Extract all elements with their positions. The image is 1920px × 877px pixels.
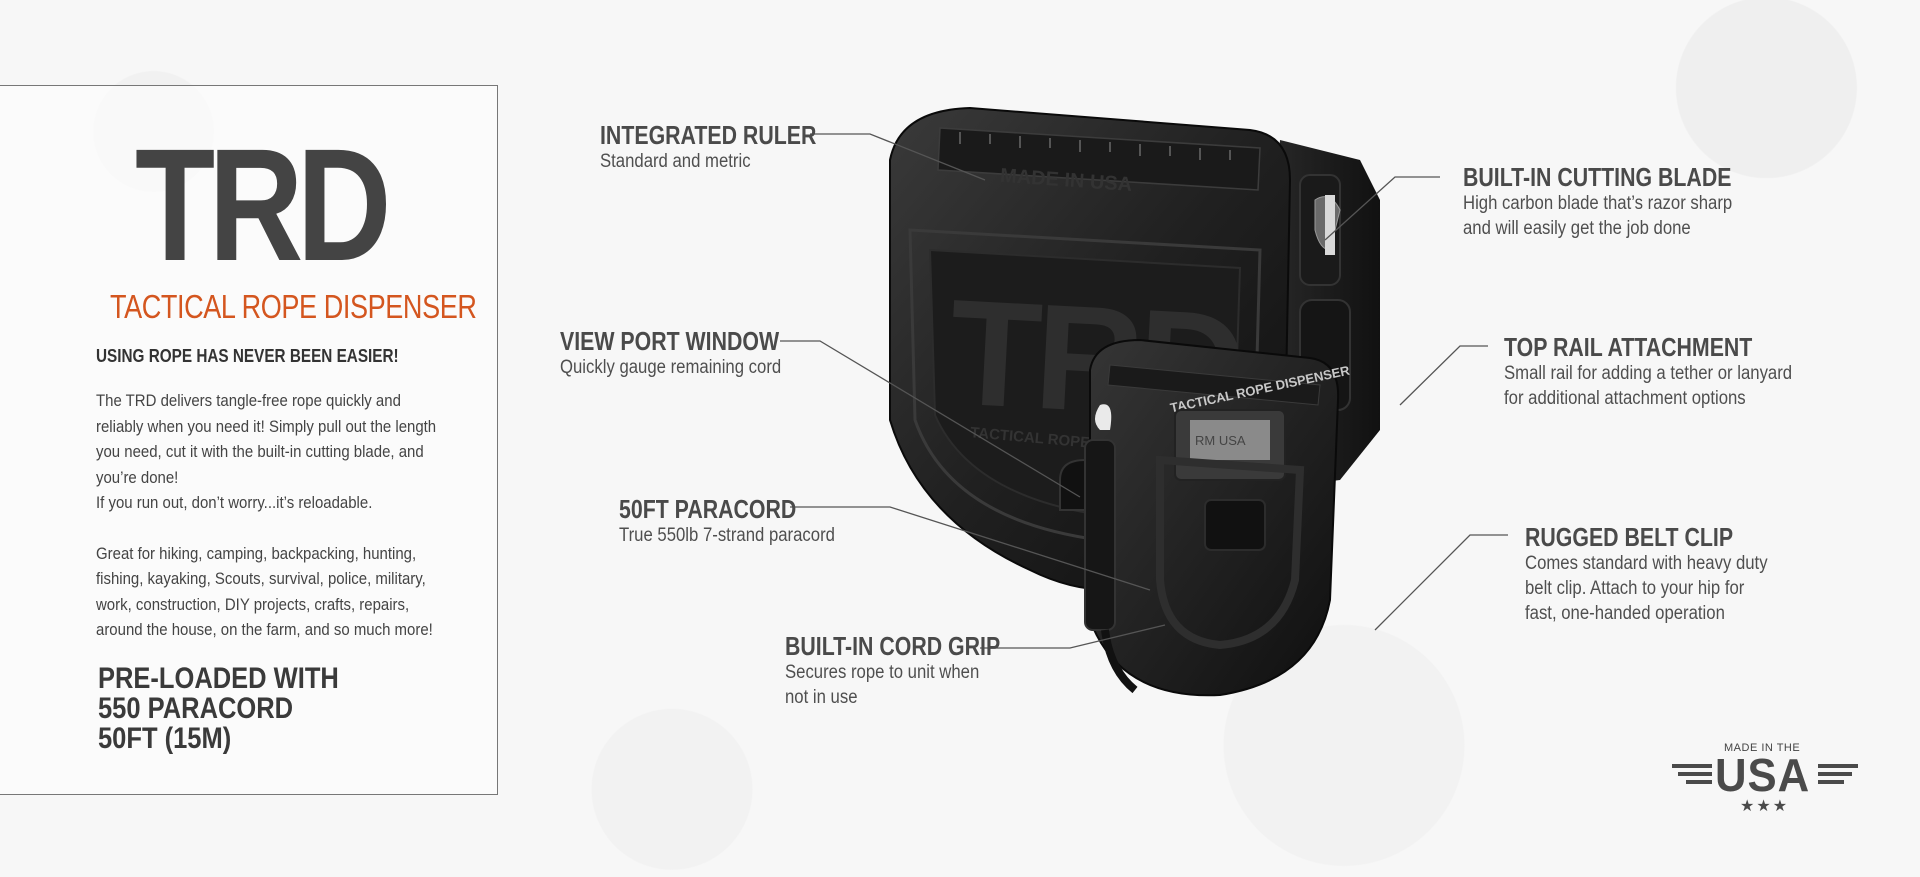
description-line: you need, cut it with the built-in cutti… [96,442,424,461]
uses-line: Great for hiking, camping, backpacking, … [96,543,417,563]
callout-grip: BUILT-IN CORD GRIP Secures rope to unit … [785,632,1047,710]
callout-clip: RUGGED BELT CLIP Comes standard with hea… [1525,523,1801,626]
callout-desc: Secures rope to unit when [785,662,980,683]
callout-desc: fast, one-handed operation [1525,603,1725,624]
callout-desc: Comes standard with heavy duty [1525,553,1768,574]
info-panel [0,85,498,795]
callout-desc: for additional attachment options [1504,388,1746,409]
callout-title: BUILT-IN CUTTING BLADE [1463,162,1732,192]
callout-title: 50FT PARACORD [619,494,797,524]
preload-line: PRE-LOADED WITH [98,662,339,695]
brand-logo: TRD [135,115,392,294]
description-line: The TRD delivers tangle-free rope quickl… [96,391,401,410]
description-line: reliably when you need it! Simply pull o… [96,416,437,436]
badge-small-text: MADE IN THE [1724,742,1801,754]
callout-rail: TOP RAIL ATTACHMENT Small rail for addin… [1504,333,1831,411]
callout-desc: not in use [785,687,858,708]
uses-line: around the house, on the farm, and so mu… [96,620,433,639]
callout-desc: and will easily get the job done [1463,218,1691,239]
preload-note: PRE-LOADED WITH 550 PARACORD 50FT (15M) [98,664,339,754]
callout-desc: Quickly gauge remaining cord [560,357,782,378]
callout-ruler: INTEGRATED RULER Standard and metric [600,121,864,174]
callout-desc: High carbon blade that’s razor sharp [1463,193,1733,214]
uses-line: work, construction, DIY projects, crafts… [96,594,410,614]
small-ruler-text: RM USA [1195,433,1246,448]
callout-desc: True 550lb 7-strand paracord [619,525,835,546]
badge-stars: ★★★ [1740,798,1790,815]
callout-desc: Standard and metric [600,151,751,172]
callout-title: TOP RAIL ATTACHMENT [1504,332,1753,362]
callout-title: BUILT-IN CORD GRIP [785,631,1001,661]
callout-desc: belt clip. Attach to your hip for [1525,578,1745,599]
preload-line: 550 PARACORD [98,692,294,725]
made-in-usa-badge: MADE IN THE USA ★★★ [1668,742,1863,817]
uses-line: fishing, kayaking, Scouts, survival, pol… [96,569,426,588]
callout-title: RUGGED BELT CLIP [1525,522,1734,552]
badge-usa-text: USA [1715,749,1811,801]
callout-viewport: VIEW PORT WINDOW Quickly gauge remaining… [560,327,827,380]
description-line: If you run out, don’t worry...it’s reloa… [96,493,373,512]
callout-title: VIEW PORT WINDOW [560,326,780,356]
brand-subtitle: TACTICAL ROPE DISPENSER [110,288,477,325]
description: The TRD delivers tangle-free rope quickl… [96,388,448,643]
callout-desc: Small rail for adding a tether or lanyar… [1504,363,1793,384]
callout-title: INTEGRATED RULER [600,120,817,150]
callout-blade: BUILT-IN CUTTING BLADE High carbon blade… [1463,163,1790,241]
callout-paracord: 50FT PARACORD True 550lb 7-strand paraco… [619,495,864,548]
description-line: you’re done! [96,467,179,487]
preload-line: 50FT (15M) [98,722,232,755]
tagline: USING ROPE HAS NEVER BEEN EASIER! [96,346,399,366]
